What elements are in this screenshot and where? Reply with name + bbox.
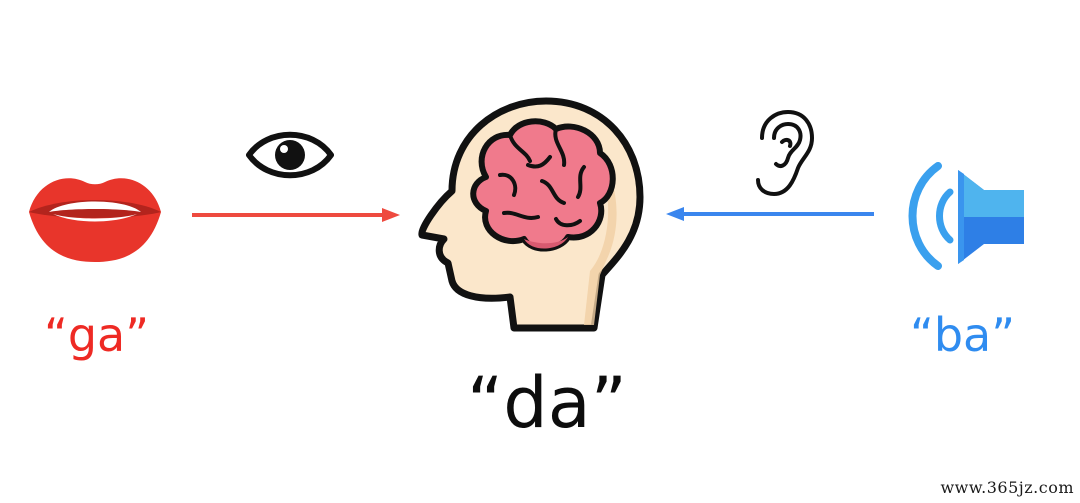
auditory-syllable-label: “ba” [910,308,1016,362]
head-brain-icon [418,97,644,332]
visual-arrow [192,208,400,222]
ear-icon [756,109,815,197]
speaker-icon [908,162,1024,270]
lips-icon [29,178,161,262]
eye-icon [246,131,334,179]
perceived-syllable-label: “da” [467,362,627,444]
visual-syllable-label: “ga” [44,308,150,362]
watermark: www.365jz.com [940,478,1074,497]
auditory-arrow [666,207,874,221]
